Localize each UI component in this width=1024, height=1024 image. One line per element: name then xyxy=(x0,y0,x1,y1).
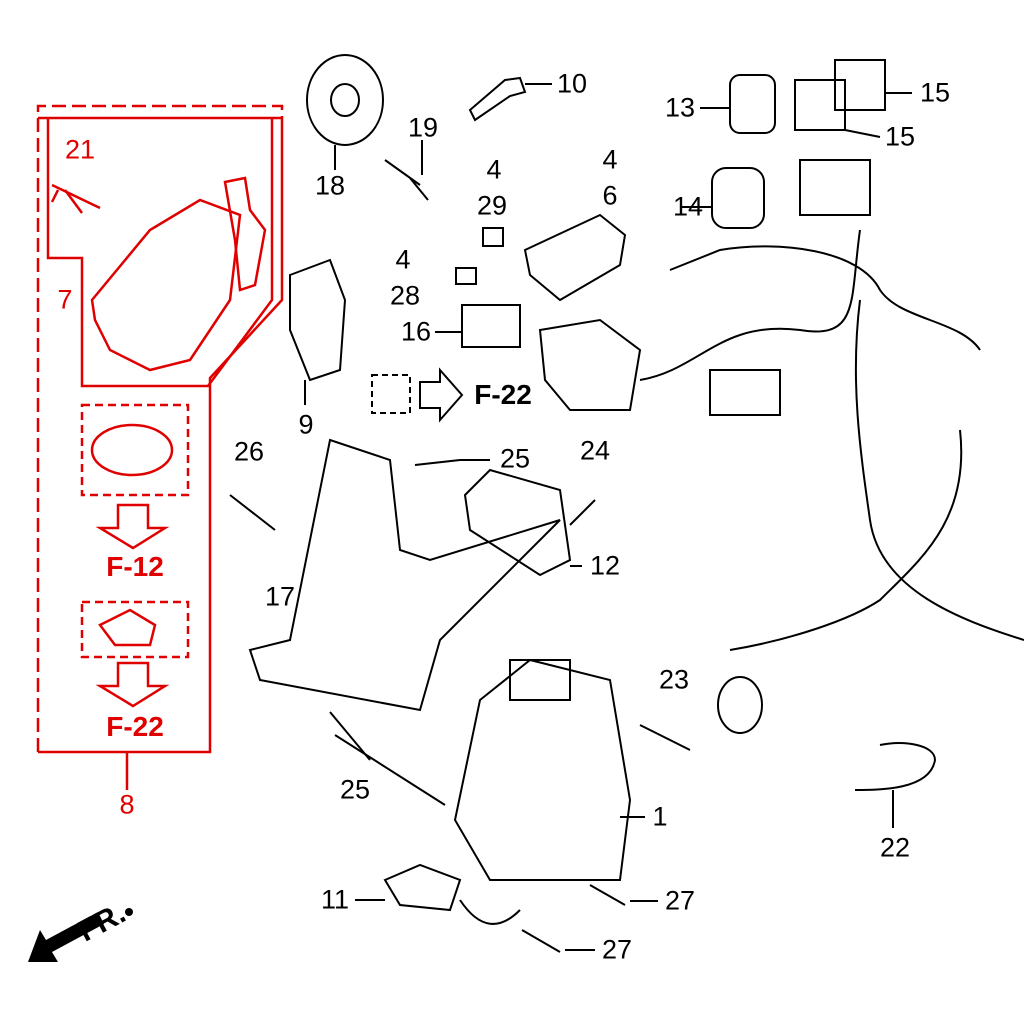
callout-9: 9 xyxy=(298,409,314,440)
group-bracket-8 xyxy=(36,104,284,752)
ignition-switch xyxy=(90,198,242,372)
harness-upper xyxy=(639,229,861,381)
cover-cap xyxy=(90,423,174,477)
front-direction-arrow-icon xyxy=(28,912,104,962)
harness-branch xyxy=(729,429,963,651)
ignition-key xyxy=(223,176,267,292)
callout-11: 11 xyxy=(320,884,350,915)
screw-21 xyxy=(50,183,101,210)
bracket-17 xyxy=(248,438,561,712)
bolt-19 xyxy=(384,159,429,201)
callout-4a: 4 xyxy=(486,154,502,185)
callout-25a: 25 xyxy=(499,443,531,474)
part-6 xyxy=(523,213,627,302)
coupler xyxy=(709,369,781,416)
module-12 xyxy=(463,468,572,577)
group-bracket-7 xyxy=(46,118,274,388)
callout-27b: 27 xyxy=(601,934,633,965)
arrow-f22-red xyxy=(95,661,170,708)
callout-7: 7 xyxy=(57,284,73,315)
part-14 xyxy=(711,167,765,229)
callout-4c: 4 xyxy=(395,244,411,275)
reference-f12: F-12 xyxy=(106,551,164,582)
callout-1: 1 xyxy=(652,801,668,832)
part-18 xyxy=(306,54,384,146)
band-22 xyxy=(854,742,937,791)
callout-18: 18 xyxy=(314,170,346,201)
group-bracket-outline xyxy=(38,116,284,754)
bolt-25a xyxy=(414,459,461,466)
callout-21: 21 xyxy=(64,134,96,165)
callout-27a: 27 xyxy=(664,885,696,916)
callout-25b: 25 xyxy=(339,774,371,805)
part-11 xyxy=(383,863,462,912)
harness-main xyxy=(854,299,1024,641)
callout-28: 28 xyxy=(389,280,421,311)
bolt-26 xyxy=(229,494,276,531)
callout-23: 23 xyxy=(658,664,690,695)
ecu-connector xyxy=(509,659,571,701)
reference-f22-red: F-22 xyxy=(106,711,164,742)
callout-8: 8 xyxy=(119,789,135,820)
callout-19: 19 xyxy=(407,112,439,143)
callout-29: 29 xyxy=(476,190,508,221)
callout-24: 24 xyxy=(579,435,611,466)
ecu-1 xyxy=(453,658,632,881)
part-28 xyxy=(455,267,477,285)
callout-13: 13 xyxy=(664,92,696,123)
reference-f22-black: F-22 xyxy=(474,379,532,410)
connector-harness xyxy=(538,318,642,411)
cover-box-f22 xyxy=(80,600,190,659)
callout-14: 14 xyxy=(672,191,704,222)
bolt-27b xyxy=(521,929,561,953)
callout-26: 26 xyxy=(233,436,265,467)
callout-22: 22 xyxy=(879,832,911,863)
nut-box xyxy=(371,374,411,414)
shutter-part xyxy=(98,608,157,647)
relay-15a xyxy=(794,79,846,131)
arrow-f22-black xyxy=(419,367,464,423)
callout-17: 17 xyxy=(264,581,296,612)
bolt-27a xyxy=(589,884,626,906)
callout-6: 6 xyxy=(602,180,618,211)
part-13 xyxy=(729,74,776,134)
ignition-switch-group xyxy=(36,104,284,790)
callout-15b: 15 xyxy=(884,121,916,152)
bracket-9 xyxy=(289,258,347,382)
relay-15b xyxy=(834,59,886,111)
parts-outlines xyxy=(229,54,1024,953)
part-29 xyxy=(482,227,504,247)
bolt-23 xyxy=(639,724,691,751)
callout-4b: 4 xyxy=(602,144,618,175)
part-16 xyxy=(461,304,521,348)
bolt-24 xyxy=(569,499,596,526)
arrow-f12 xyxy=(95,503,170,550)
key-blank-10 xyxy=(468,76,527,122)
cover-box-f12 xyxy=(80,403,190,497)
relay-box xyxy=(799,159,871,216)
callout-12: 12 xyxy=(589,550,621,581)
harness-wire xyxy=(669,245,981,351)
wire-11 xyxy=(459,899,521,925)
callout-10: 10 xyxy=(556,68,588,99)
callout-15a: 15 xyxy=(919,77,951,108)
callout-16: 16 xyxy=(400,316,432,347)
part-socket xyxy=(717,676,763,734)
